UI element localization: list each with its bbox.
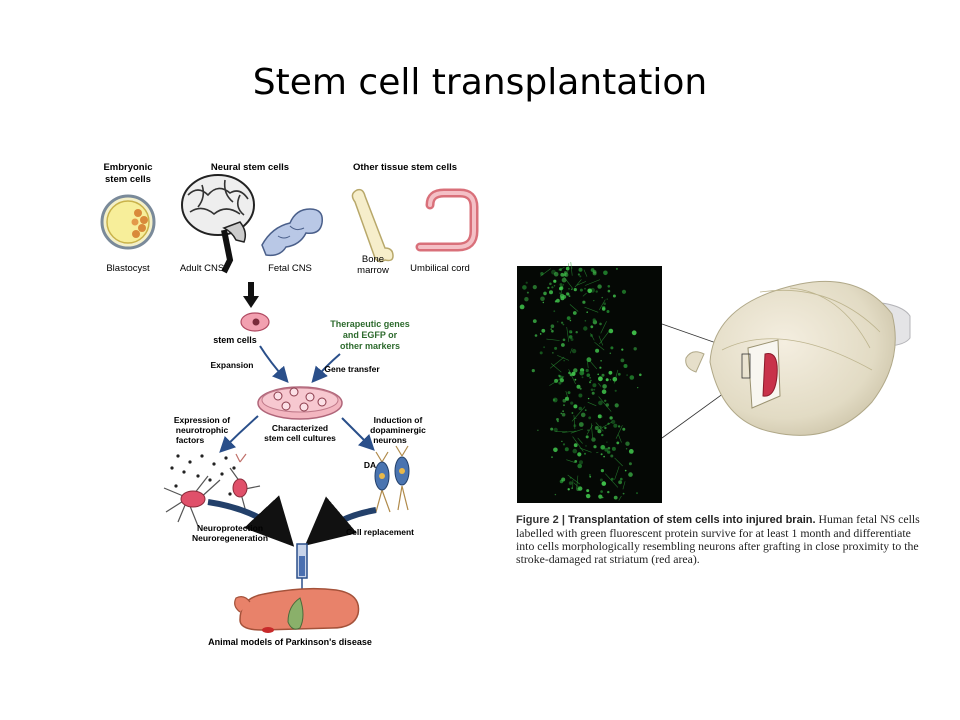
label-stem-cells: stem cells bbox=[213, 335, 257, 345]
bone-icon bbox=[351, 188, 394, 263]
label-therapeutic-1: Therapeutic genes bbox=[330, 319, 410, 329]
caption-body: Human fetal NS cells labelled with green… bbox=[516, 512, 920, 566]
label-neurotrophic-2: neurotrophic bbox=[176, 425, 229, 435]
blastocyst-icon bbox=[100, 194, 156, 250]
neurotrophic-neurons-icon bbox=[163, 453, 261, 527]
label-da: DA bbox=[364, 460, 376, 470]
label-cultures-2: stem cell cultures bbox=[264, 433, 336, 443]
stem-cell-diagram: Embryonic stem cells Neural stem cells O… bbox=[100, 162, 479, 647]
umbilical-cord-icon bbox=[415, 188, 479, 252]
slide-title: Stem cell transplantation bbox=[252, 62, 708, 103]
label-expansion: Expansion bbox=[211, 360, 254, 370]
dopaminergic-neurons-icon bbox=[374, 445, 410, 513]
label-neurotrophic-3: factors bbox=[176, 435, 205, 445]
label-dopaminergic-1: Induction of bbox=[374, 415, 423, 425]
label-cell-replacement: Cell replacement bbox=[346, 527, 414, 537]
label-cultures-1: Characterized bbox=[272, 423, 328, 433]
caption-label: Figure 2 | bbox=[516, 514, 568, 526]
label-neuroprotection: Neuroprotection bbox=[197, 523, 263, 533]
caption-title: Transplantation of stem cells into injur… bbox=[567, 514, 816, 526]
label-therapeutic-2: and EGFP or bbox=[343, 330, 398, 340]
header-other: Other tissue stem cells bbox=[353, 162, 457, 173]
label-blastocyst: Blastocyst bbox=[106, 263, 150, 274]
fluorescence-micrograph bbox=[517, 262, 662, 503]
label-dopaminergic-3: neurons bbox=[373, 435, 407, 445]
down-arrow-icon bbox=[243, 282, 259, 308]
transplant-figure bbox=[517, 262, 911, 503]
fetal-cns-icon bbox=[261, 208, 323, 257]
label-bone: Bone bbox=[362, 254, 384, 265]
label-neuroregeneration: Neuroregeneration bbox=[192, 533, 268, 543]
label-neurotrophic-1: Expression of bbox=[174, 415, 230, 425]
header-neural: Neural stem cells bbox=[211, 162, 289, 173]
label-fetal-cns: Fetal CNS bbox=[268, 263, 312, 274]
label-gene-transfer: Gene transfer bbox=[324, 364, 380, 374]
rat-icon bbox=[234, 587, 360, 633]
header-embryonic-1: Embryonic bbox=[103, 162, 152, 173]
rat-brain-illustration bbox=[685, 280, 911, 436]
adult-brain-icon bbox=[181, 174, 255, 274]
stem-cell-icon bbox=[240, 312, 270, 332]
culture-dish-icon bbox=[257, 386, 343, 420]
label-animal-models: Animal models of Parkinson's disease bbox=[208, 637, 372, 647]
label-dopaminergic-2: dopaminergic bbox=[370, 425, 426, 435]
label-therapeutic-3: other markers bbox=[340, 341, 400, 351]
label-umbilical: Umbilical cord bbox=[410, 263, 470, 274]
header-embryonic-2: stem cells bbox=[105, 174, 151, 185]
label-adult-cns: Adult CNS bbox=[180, 263, 224, 274]
figure-caption: Figure 2 | Transplantation of stem cells… bbox=[516, 513, 926, 566]
label-marrow: marrow bbox=[357, 265, 389, 276]
